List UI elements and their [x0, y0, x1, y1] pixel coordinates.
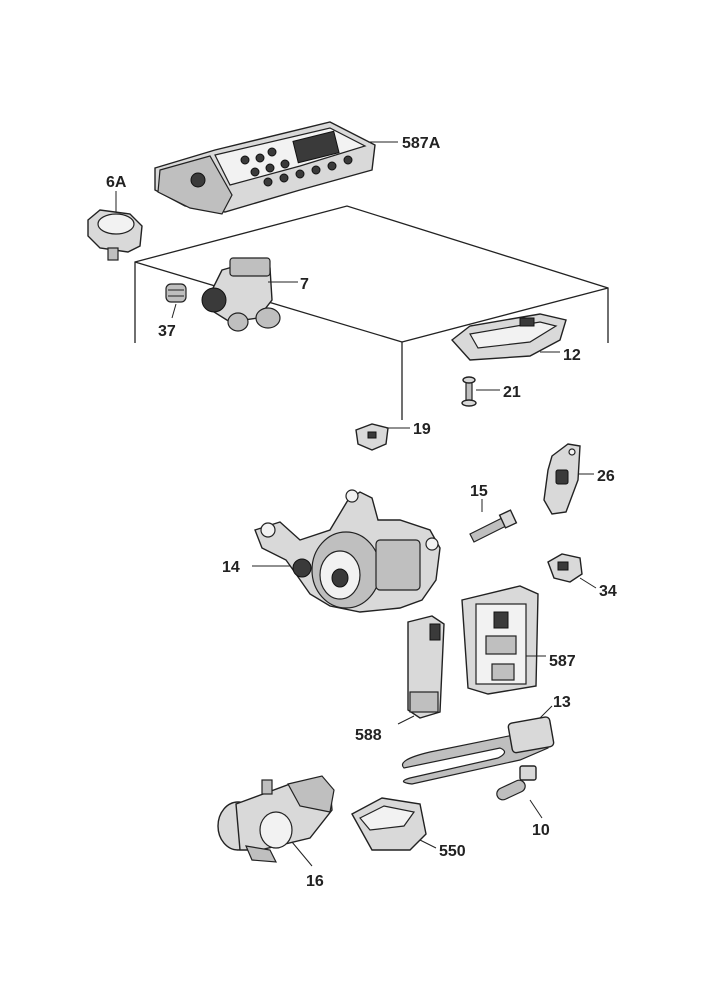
part-7-inlet-valve — [201, 257, 298, 332]
label-21: 21 — [503, 384, 521, 401]
part-587A-control-board — [154, 121, 398, 215]
cabinet-outline — [134, 205, 609, 420]
part-10-ntc-sensor — [496, 765, 543, 819]
part-19-clip — [355, 423, 410, 451]
label-587: 587 — [549, 653, 576, 670]
part-6A-pressure-switch — [87, 191, 143, 261]
label-26: 26 — [597, 468, 615, 485]
part-12-bracket — [450, 313, 567, 361]
part-21-screw — [461, 376, 500, 407]
label-34: 34 — [599, 583, 617, 600]
part-16-drain-pump — [217, 775, 335, 867]
part-14-motor — [252, 489, 441, 613]
part-13-heating-element — [402, 705, 555, 785]
label-587A: 587A — [402, 135, 441, 152]
label-15: 15 — [470, 483, 488, 500]
label-12: 12 — [563, 347, 581, 364]
label-19: 19 — [413, 421, 431, 438]
label-6A: 6A — [106, 174, 127, 191]
label-7: 7 — [300, 276, 309, 293]
label-550: 550 — [439, 843, 466, 860]
label-16: 16 — [306, 873, 324, 890]
part-26-door-lock — [543, 443, 594, 515]
part-15-bolt — [469, 499, 518, 543]
label-13: 13 — [553, 694, 571, 711]
label-10: 10 — [532, 822, 550, 839]
part-587-power-board — [461, 585, 546, 695]
part-37-filter — [165, 283, 187, 319]
part-34-holder — [547, 553, 597, 589]
label-37: 37 — [158, 323, 176, 340]
part-550-box — [351, 797, 437, 851]
label-14: 14 — [222, 559, 240, 576]
label-588: 588 — [355, 727, 382, 744]
part-588-filter — [397, 615, 445, 725]
